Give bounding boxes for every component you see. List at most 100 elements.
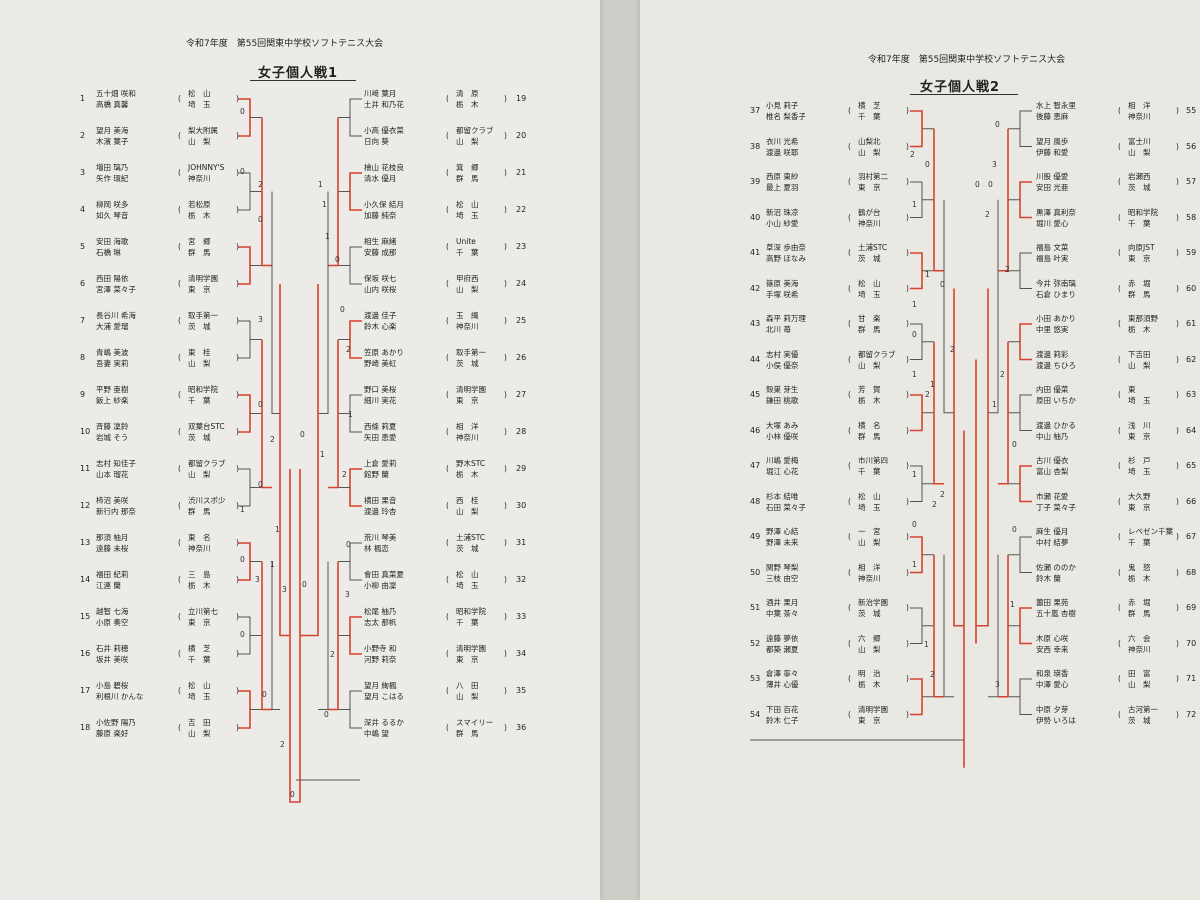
affiliation: 東 名 bbox=[188, 533, 211, 542]
affiliation: 群 馬 bbox=[858, 431, 881, 441]
paren: ) bbox=[236, 538, 239, 547]
paren: ( bbox=[446, 538, 449, 547]
affiliation: 清明学園 bbox=[456, 644, 486, 653]
affiliation: 千 葉 bbox=[1128, 218, 1151, 228]
entry-number: 31 bbox=[516, 538, 527, 547]
entry-number: 26 bbox=[516, 353, 527, 362]
player-name: 川嶋 愛梅 bbox=[766, 456, 799, 465]
affiliation: 神奈川 bbox=[858, 218, 881, 228]
affiliation: 茨 城 bbox=[858, 254, 881, 263]
affiliation: 栃 木 bbox=[456, 470, 479, 479]
entry-number: 8 bbox=[80, 353, 86, 362]
match-score: 0 bbox=[240, 555, 245, 564]
player-name: 新行内 那奈 bbox=[96, 507, 136, 516]
paren: ( bbox=[1118, 177, 1121, 186]
paren: ( bbox=[1118, 674, 1121, 683]
player-name: 鈴木 心楽 bbox=[364, 322, 397, 331]
player-name: 西田 陽依 bbox=[96, 274, 129, 283]
paren: ) bbox=[906, 354, 909, 364]
affiliation: 神奈川 bbox=[1128, 644, 1151, 654]
player-name: 相生 麻緒 bbox=[364, 237, 397, 246]
paren: ( bbox=[178, 686, 181, 695]
entry-number: 28 bbox=[516, 427, 527, 436]
entry-number: 50 bbox=[750, 567, 761, 577]
entry-number: 46 bbox=[750, 425, 761, 435]
paren: ) bbox=[236, 649, 239, 658]
affiliation: 松 山 bbox=[456, 570, 479, 579]
player-name: 杉本 結唯 bbox=[766, 491, 799, 501]
player-name: 上倉 愛莉 bbox=[364, 459, 397, 468]
affiliation: 西 桂 bbox=[456, 496, 479, 505]
match-score: 0 bbox=[258, 215, 263, 224]
paren: ( bbox=[178, 205, 181, 214]
entry-number: 68 bbox=[1186, 567, 1197, 577]
match-score: 0 bbox=[240, 107, 245, 116]
match-score: 1 bbox=[924, 640, 929, 649]
player-name: 川﨑 葉月 bbox=[364, 89, 397, 98]
paren: ) bbox=[906, 709, 909, 719]
match-score: 1 bbox=[240, 505, 245, 514]
player-name: 野澤 未来 bbox=[766, 538, 799, 547]
paren: ( bbox=[1118, 319, 1121, 328]
match-score: 1 bbox=[912, 200, 917, 209]
affiliation: レベゼン千葉 bbox=[1128, 527, 1173, 536]
affiliation: 昭和学院 bbox=[456, 607, 486, 616]
entry-number: 72 bbox=[1186, 709, 1197, 719]
player-name: 中里 悠実 bbox=[1036, 325, 1069, 334]
match-score: 1 bbox=[322, 200, 327, 209]
player-name: 伊勢 いろは bbox=[1036, 715, 1076, 725]
affiliation: 八 田 bbox=[456, 681, 479, 690]
player-name: 小野寺 和 bbox=[364, 644, 397, 653]
match-score: 1 bbox=[992, 400, 997, 409]
entry-number: 16 bbox=[80, 649, 91, 658]
player-name: 石橋 琳 bbox=[96, 248, 121, 257]
affiliation: 千 葉 bbox=[1128, 538, 1151, 547]
player-name: 渡邊 咲耶 bbox=[766, 147, 799, 157]
player-name: 藤原 楽好 bbox=[96, 729, 129, 738]
player-name: 館野 蘭 bbox=[364, 470, 389, 479]
match-score: 1 bbox=[348, 410, 353, 419]
affiliation: 山 梨 bbox=[456, 137, 479, 146]
affiliation: 東 京 bbox=[188, 285, 211, 294]
affiliation: 双葉台STC bbox=[188, 422, 225, 431]
entry-number: 17 bbox=[80, 686, 91, 695]
match-score: 2 bbox=[950, 345, 955, 354]
paren: ( bbox=[848, 141, 851, 151]
affiliation: 取手第一 bbox=[188, 311, 218, 320]
player-name: 五十嵐 杏樹 bbox=[1036, 609, 1076, 618]
affiliation: 山 梨 bbox=[188, 729, 211, 738]
entry-number: 11 bbox=[80, 464, 91, 473]
paren: ) bbox=[906, 567, 909, 577]
entry-number: 33 bbox=[516, 612, 527, 621]
paren: ) bbox=[906, 603, 909, 612]
paren: ( bbox=[1118, 709, 1121, 719]
player-name: 中原 夕芽 bbox=[1036, 704, 1069, 714]
player-name: 那須 柚月 bbox=[96, 533, 129, 542]
affiliation: 都留クラブ bbox=[456, 126, 494, 135]
affiliation: 玉 縄 bbox=[456, 311, 479, 320]
player-name: 渡邊 ひかる bbox=[1036, 420, 1076, 430]
paren: ( bbox=[178, 427, 181, 436]
match-score: 2 bbox=[258, 180, 263, 189]
player-name: 堀川 愛心 bbox=[1036, 218, 1069, 228]
player-name: 小俣 優奈 bbox=[766, 360, 799, 370]
affiliation: 山梨北 bbox=[858, 136, 881, 146]
affiliation: 千 葉 bbox=[456, 618, 479, 627]
player-name: 中嶋 望 bbox=[364, 729, 389, 738]
player-name: 下田 百花 bbox=[766, 704, 799, 714]
player-name: 丁子 菜々子 bbox=[1036, 502, 1076, 512]
